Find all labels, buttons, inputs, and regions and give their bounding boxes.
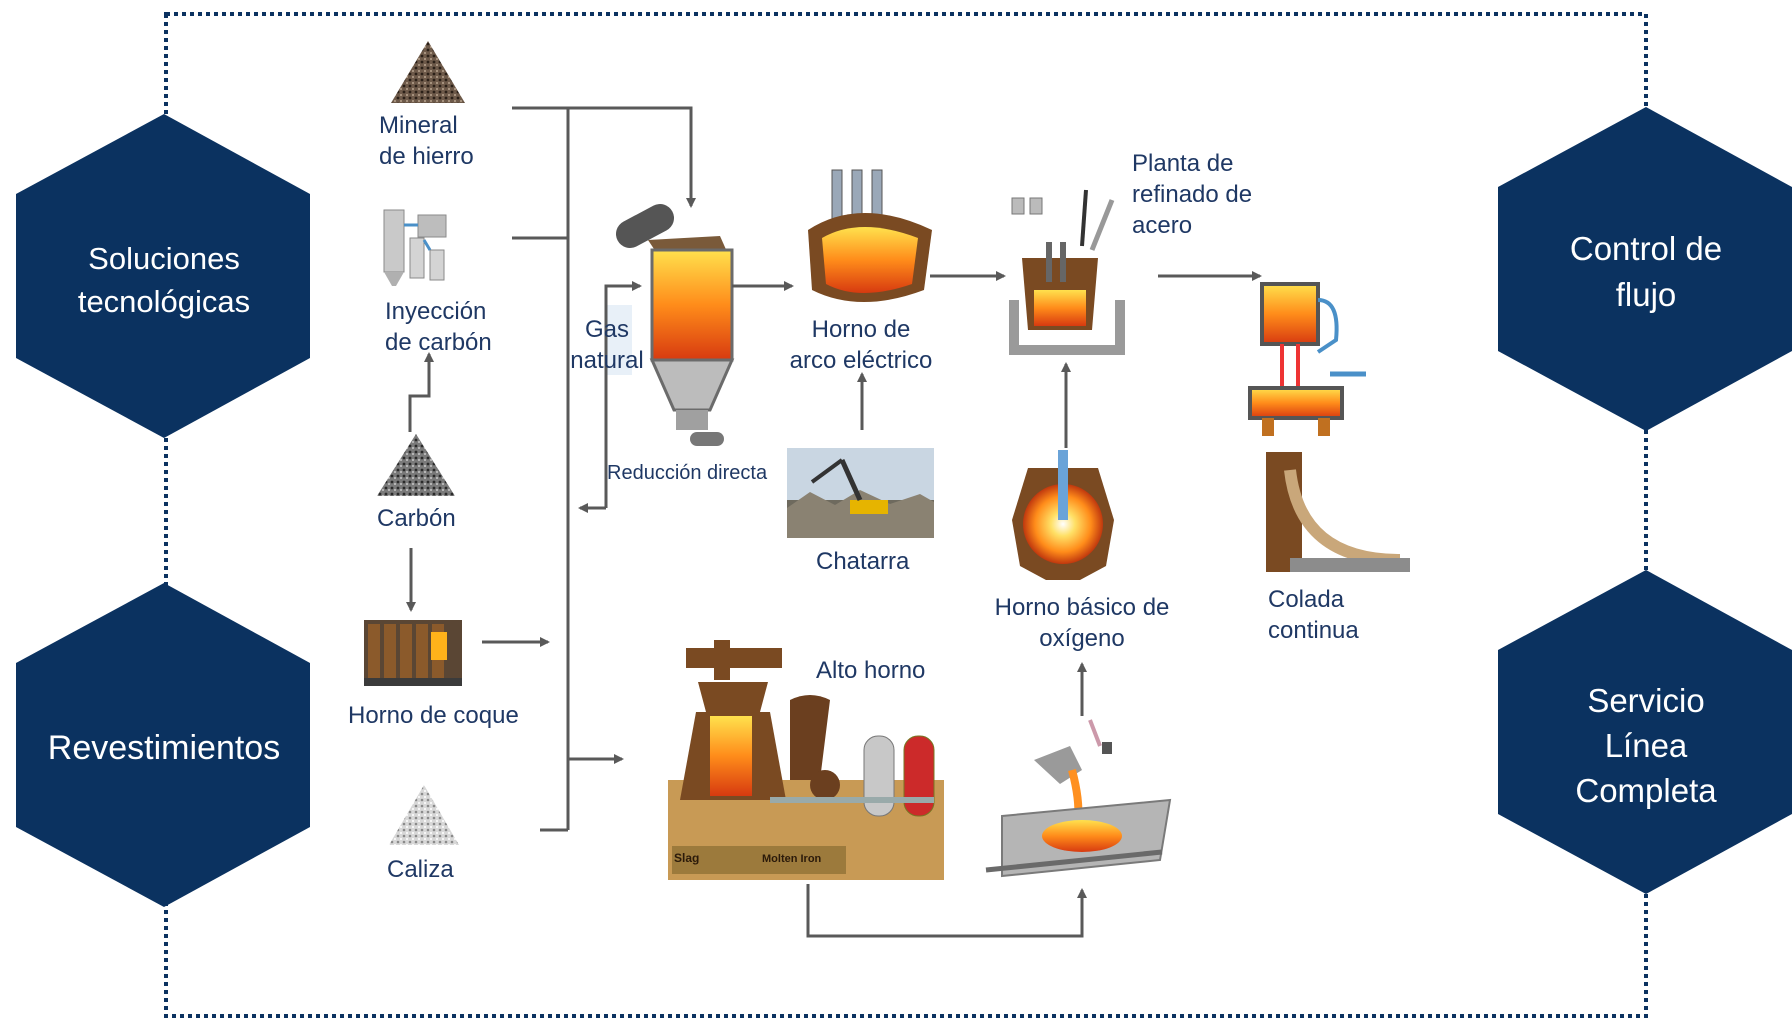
coal-injection-plant-icon (383, 209, 447, 286)
basic-oxygen-furnace-icon (1012, 450, 1114, 580)
hexagon-revestimientos (16, 583, 310, 907)
blast-furnace-label: Alto horno (816, 657, 926, 684)
eaf-label: Horno de arco eléctrico (789, 316, 933, 374)
bf-slag-label: Slag (674, 851, 699, 865)
limestone-label: Caliza (387, 856, 454, 883)
hexagon-soluciones (16, 114, 310, 438)
blast-furnace-to-torpedo-arrow (806, 884, 1087, 938)
iron-ore-label: Mineral de hierro (379, 112, 474, 170)
bf-molten-iron-label: Molten Iron (762, 853, 822, 865)
scrap-label: Chatarra (816, 548, 910, 575)
natural-gas-label: Gas natural (570, 316, 644, 374)
refining-plant-label: Planta de refinado de acero (1132, 150, 1253, 239)
hexagon-servicio-label: Servicio Línea Completa (1575, 682, 1717, 809)
hexagon-servicio (1498, 570, 1792, 894)
continuous-casting-label: Colada continua (1268, 586, 1359, 644)
limestone-pile-icon (389, 785, 459, 845)
coke-oven-icon (364, 620, 462, 686)
coal-label: Carbón (377, 505, 456, 532)
iron-ore-to-direct-reduction-arrow (568, 106, 696, 208)
hexagon-soluciones-label: Soluciones tecnológicas (77, 241, 251, 319)
coal-pile-icon (377, 434, 455, 496)
direct-reduction-label: Reducción directa (607, 462, 768, 484)
torpedo-car-icon (985, 719, 1172, 878)
hexagon-revestimientos-label: Revestimientos (47, 729, 281, 767)
blast-furnace-icon (668, 640, 944, 880)
coke-oven-label: Horno de coque (348, 702, 519, 729)
hexagon-control-flujo-label: Control de flujo (1569, 230, 1723, 313)
refining-plant-icon (1009, 189, 1125, 355)
coal-to-injection-arrow (408, 352, 434, 432)
natural-gas-arrow (604, 281, 642, 508)
hexagon-control-flujo (1498, 107, 1792, 431)
continuous-casting-icon (1248, 282, 1410, 572)
dotted-border (164, 12, 1648, 1018)
iron-ore-pile-icon (391, 41, 465, 103)
electric-arc-furnace-icon (808, 169, 932, 302)
bof-label: Horno básico de oxígeno (994, 594, 1170, 652)
coal-injection-label: Inyección de carbón (385, 298, 492, 356)
scrap-yard-icon (787, 448, 934, 538)
direct-reduction-furnace-icon (606, 204, 735, 446)
flow-lines (406, 106, 1262, 938)
